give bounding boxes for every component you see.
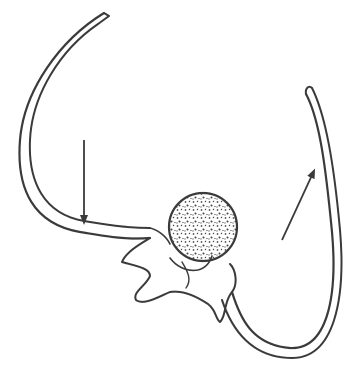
right-rib (222, 87, 341, 358)
vertebral-body (169, 193, 237, 261)
arrow-up-right (282, 173, 313, 240)
